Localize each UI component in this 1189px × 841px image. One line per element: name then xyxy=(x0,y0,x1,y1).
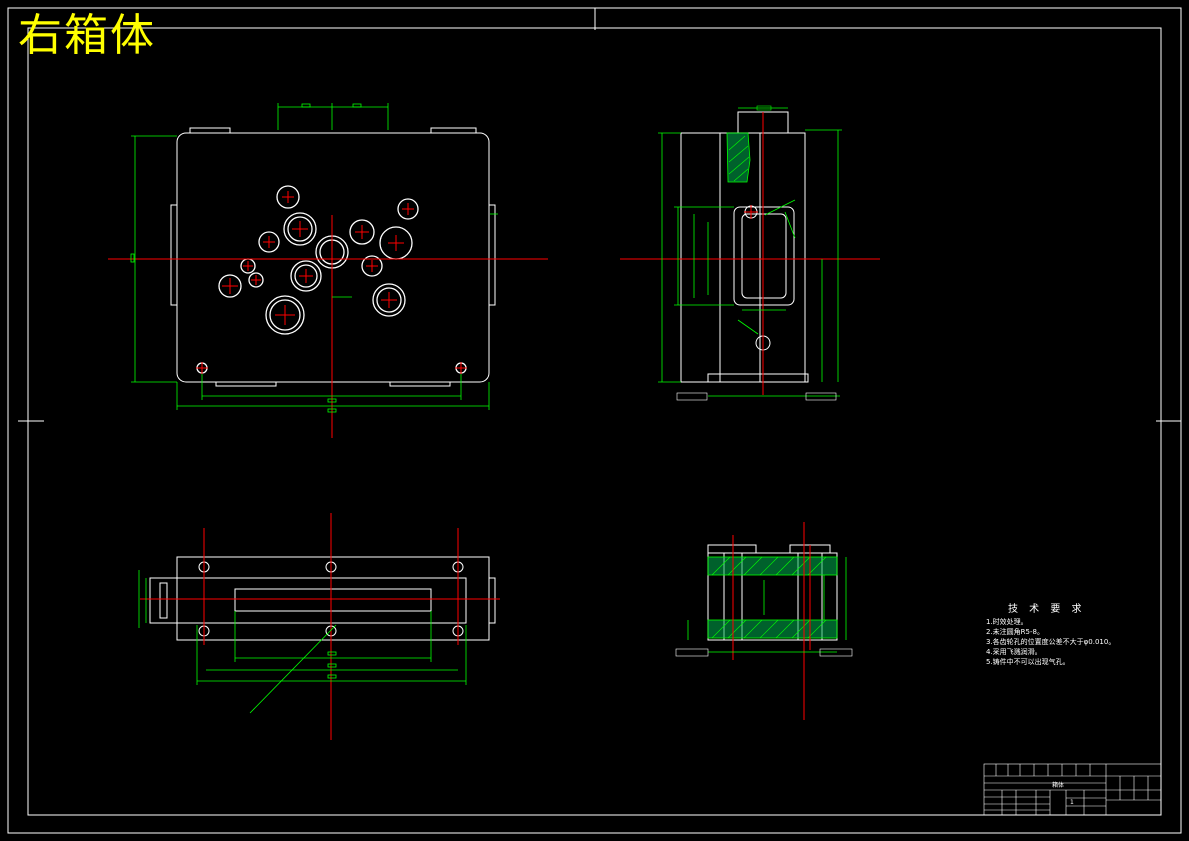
tech-requirements-list: 1.时效处理。 2.未注圆角R5-8。 3.各齿轮孔的位置度公差不大于φ0.01… xyxy=(986,617,1115,667)
tech-requirements-heading: 技 术 要 求 xyxy=(1008,604,1086,615)
tech-requirement-item: 2.未注圆角R5-8。 xyxy=(986,628,1044,636)
tech-requirement-item: 5.铸件中不可以出现气孔。 xyxy=(986,658,1070,666)
section-hatch-bands xyxy=(707,556,838,639)
front-centerlines xyxy=(108,191,548,438)
tech-requirement-item: 4.采用飞溅润滑。 xyxy=(986,648,1042,656)
title-block-part-name: 箱体 xyxy=(1052,782,1065,789)
section-hatch xyxy=(726,132,751,183)
front-dimensions xyxy=(130,103,498,413)
tech-requirement-item: 3.各齿轮孔的位置度公差不大于φ0.010。 xyxy=(986,638,1116,646)
front-view xyxy=(108,103,548,438)
sheet-border xyxy=(7,7,1182,834)
side-view xyxy=(620,105,880,401)
title-block-count: 1 xyxy=(1070,799,1074,806)
tech-requirement-item: 1.时效处理。 xyxy=(986,618,1028,626)
drawing-title: 右箱体 xyxy=(18,10,156,61)
top-view xyxy=(138,513,500,740)
title-block xyxy=(983,763,1162,816)
section-view xyxy=(675,522,853,720)
